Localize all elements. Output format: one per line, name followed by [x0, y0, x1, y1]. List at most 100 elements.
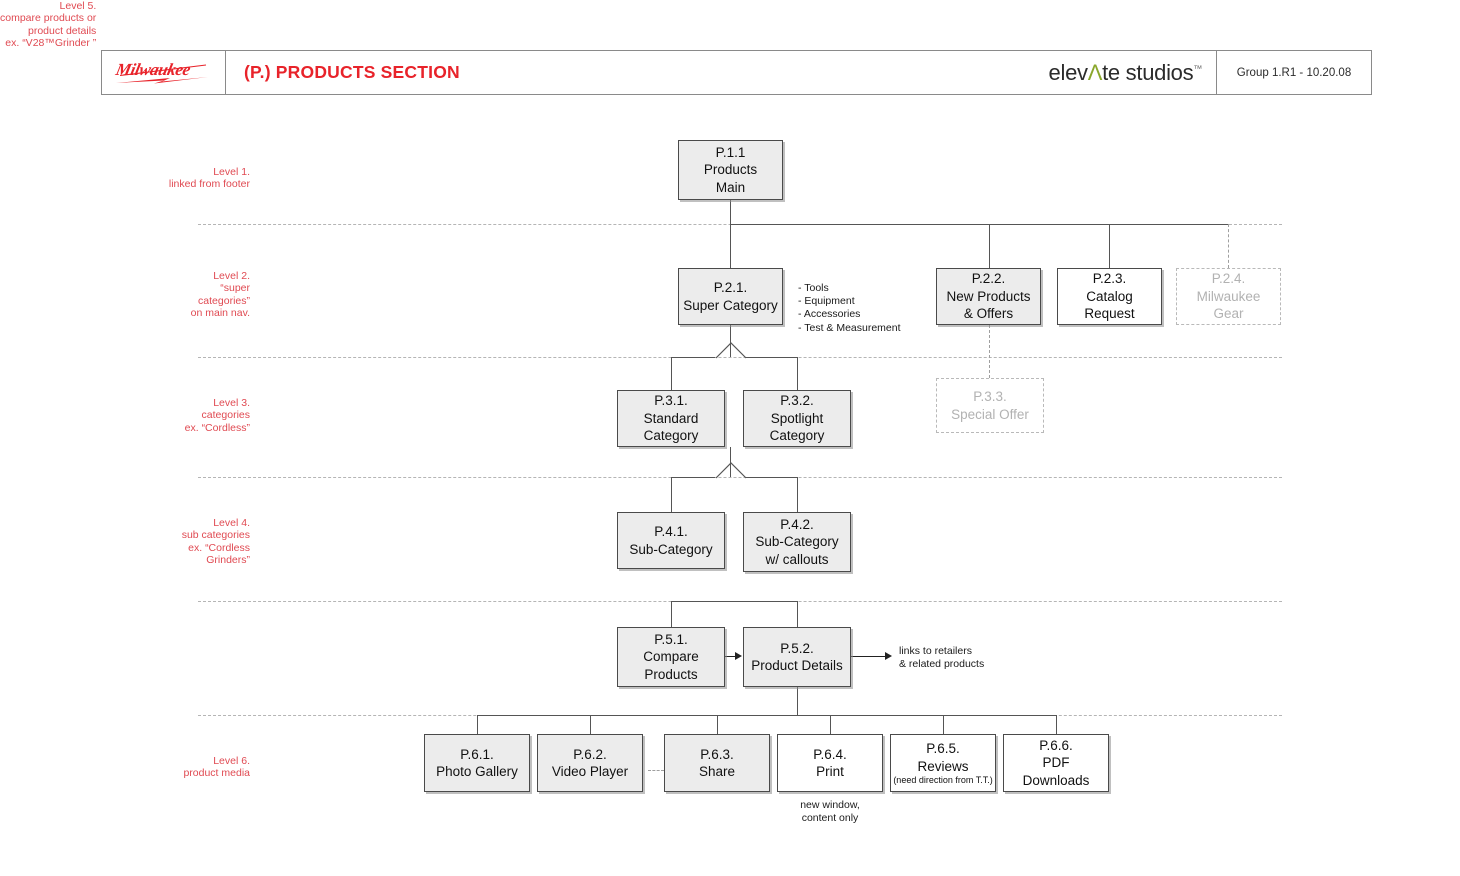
- studio-name-post: te studios: [1102, 59, 1194, 85]
- node-code: P.2.2.: [971, 271, 1006, 287]
- connector-level4-bus-left: [671, 477, 715, 478]
- node-line-1: Print: [816, 764, 844, 779]
- node-p-6-3-share[interactable]: P.6.3. Share: [664, 734, 770, 792]
- connector-drop-p65: [943, 715, 944, 734]
- node-p-6-5-reviews[interactable]: P.6.5. Reviews (need direction from T.T.…: [890, 734, 996, 792]
- connector-drop-p52: [797, 601, 798, 627]
- connector-drop-p24-dashed: [1228, 224, 1229, 268]
- node-p-5-2-product-details[interactable]: P.5.2. Product Details: [743, 627, 851, 687]
- page-header: Milwaukee (P.) PRODUCTS SECTION elevΛte …: [101, 50, 1372, 95]
- node-p-2-2-new-products-offers[interactable]: P.2.2. New Products & Offers: [936, 268, 1041, 325]
- connector-drop-p22: [989, 224, 990, 268]
- node-line-1: Sub-Category: [629, 541, 713, 557]
- header-title-cell: (P.) PRODUCTS SECTION: [226, 51, 1049, 94]
- node-line-1: New Products: [946, 288, 1031, 304]
- node-p-6-2-video-player[interactable]: P.6.2. Video Player: [537, 734, 643, 792]
- connector-drop-p64: [830, 715, 831, 734]
- level-2-label: Level 2. “super categories” on main nav.: [190, 270, 250, 320]
- node-line-1: Milwaukee: [1196, 288, 1261, 304]
- node-p-5-1-compare-products[interactable]: P.5.1. Compare Products: [617, 627, 725, 687]
- studio-caret-glyph: Λ: [1087, 59, 1103, 85]
- connector-drop-p63: [717, 715, 718, 734]
- connector-p21-stem: [730, 325, 731, 357]
- node-line-2: Gear: [1213, 306, 1244, 322]
- arrow-p51-to-p52-head: [735, 652, 742, 660]
- node-line-1: Products: [703, 162, 758, 178]
- node-line-2: Category: [643, 428, 699, 444]
- connector-p111-stem: [730, 200, 731, 224]
- node-line-1: Share: [698, 764, 736, 779]
- node-code: P.6.4.: [813, 746, 847, 762]
- connector-level3-bus-right: [746, 357, 797, 358]
- annotation-super-category-list: - Tools - Equipment - Accessories - Test…: [798, 282, 901, 334]
- connector-drop-p42: [797, 477, 798, 512]
- connector-p22-p33-dashed: [989, 325, 990, 378]
- node-p-6-4-print[interactable]: P.6.4. Print: [777, 734, 883, 792]
- level-6-label: Level 6. product media: [183, 755, 250, 780]
- node-p-2-3-catalog-request[interactable]: P.2.3. Catalog Request: [1057, 268, 1162, 325]
- node-p-4-1-sub-category[interactable]: P.4.1. Sub-Category: [617, 512, 725, 569]
- node-code: P.5.2.: [780, 640, 814, 656]
- node-line-2: Main: [715, 179, 746, 195]
- level-5-label: Level 5. compare products or product det…: [0, 0, 97, 50]
- arrow-retailers-head: [885, 652, 892, 660]
- node-code: P.2.4.: [1211, 271, 1246, 287]
- connector-p62-p63-dashed: [648, 770, 664, 771]
- node-code: P.2.1.: [713, 280, 748, 295]
- node-line-2: Category: [769, 428, 825, 444]
- group-revision-cell: Group 1.R1 - 10.20.08: [1216, 51, 1371, 94]
- node-line-1: Photo Gallery: [436, 764, 518, 779]
- node-line-2: Downloads: [1022, 772, 1090, 788]
- node-p-3-2-spotlight-category[interactable]: P.3.2. Spotlight Category: [743, 390, 851, 447]
- group-revision-text: Group 1.R1 - 10.20.08: [1236, 66, 1352, 79]
- level-separator-3: [198, 477, 1282, 478]
- connector-drop-p32: [797, 357, 798, 390]
- node-p-6-1-photo-gallery[interactable]: P.6.1. Photo Gallery: [424, 734, 530, 792]
- connector-level6-bus: [477, 715, 1057, 716]
- connector-drop-p66: [1056, 715, 1057, 734]
- node-p-6-6-pdf-downloads[interactable]: P.6.6. PDF Downloads: [1003, 734, 1109, 792]
- node-code: P.6.2.: [573, 746, 607, 762]
- milwaukee-logo-cell: Milwaukee: [102, 51, 226, 94]
- node-p-2-4-milwaukee-gear[interactable]: P.2.4. Milwaukee Gear: [1176, 268, 1281, 325]
- trademark-icon: ™: [1193, 63, 1202, 74]
- connector-drop-p21: [730, 224, 731, 268]
- elevate-studios-logo: elevΛte studios™: [1048, 59, 1203, 86]
- connector-drop-p51: [671, 601, 672, 627]
- connector-drop-p61: [477, 715, 478, 734]
- studio-name-pre: elev: [1048, 59, 1088, 85]
- node-code: P.1.1: [715, 144, 746, 160]
- node-p-3-3-special-offer[interactable]: P.3.3. Special Offer: [936, 378, 1044, 433]
- node-code: P.3.1.: [654, 393, 688, 409]
- connector-drop-p62: [590, 715, 591, 734]
- node-line-2: Products: [644, 666, 698, 682]
- node-code: P.4.1.: [654, 524, 688, 539]
- node-line-1: Compare: [643, 649, 699, 665]
- node-line-1: Standard: [643, 410, 699, 426]
- node-line-1: Special Offer: [951, 406, 1029, 422]
- page-title: (P.) PRODUCTS SECTION: [244, 62, 460, 82]
- node-p-4-2-sub-category-with-callouts[interactable]: P.4.2. Sub-Category w/ callouts: [743, 512, 851, 572]
- node-line-2: & Offers: [963, 306, 1014, 322]
- node-line-1: Super Category: [683, 297, 778, 313]
- node-p-3-1-standard-category[interactable]: P.3.1. Standard Category: [617, 390, 725, 447]
- node-code: P.6.1.: [460, 746, 494, 762]
- node-line-1: Catalog: [1086, 288, 1133, 304]
- connector-level2-bus: [730, 224, 1228, 225]
- arrow-p51-to-p52-line: [725, 656, 736, 657]
- node-p-2-1-super-category[interactable]: P.2.1. Super Category: [678, 268, 783, 325]
- level-separator-2: [198, 357, 1282, 358]
- node-p-1-1-products-main[interactable]: P.1.1 Products Main: [678, 140, 783, 200]
- milwaukee-logo: Milwaukee: [110, 56, 218, 90]
- node-line-1: Spotlight: [770, 410, 824, 426]
- connector-p31-p32-stem: [730, 447, 731, 477]
- node-sub-note: (need direction from T.T.): [893, 775, 993, 785]
- node-line-2: Request: [1084, 306, 1135, 322]
- arrow-retailers-line: [851, 656, 886, 657]
- node-code: P.5.1.: [654, 631, 688, 647]
- connector-drop-p23: [1109, 224, 1110, 268]
- connector-drop-p41: [671, 477, 672, 512]
- node-line-2: w/ callouts: [765, 551, 829, 567]
- annotation-print-note: new window, content only: [800, 799, 860, 824]
